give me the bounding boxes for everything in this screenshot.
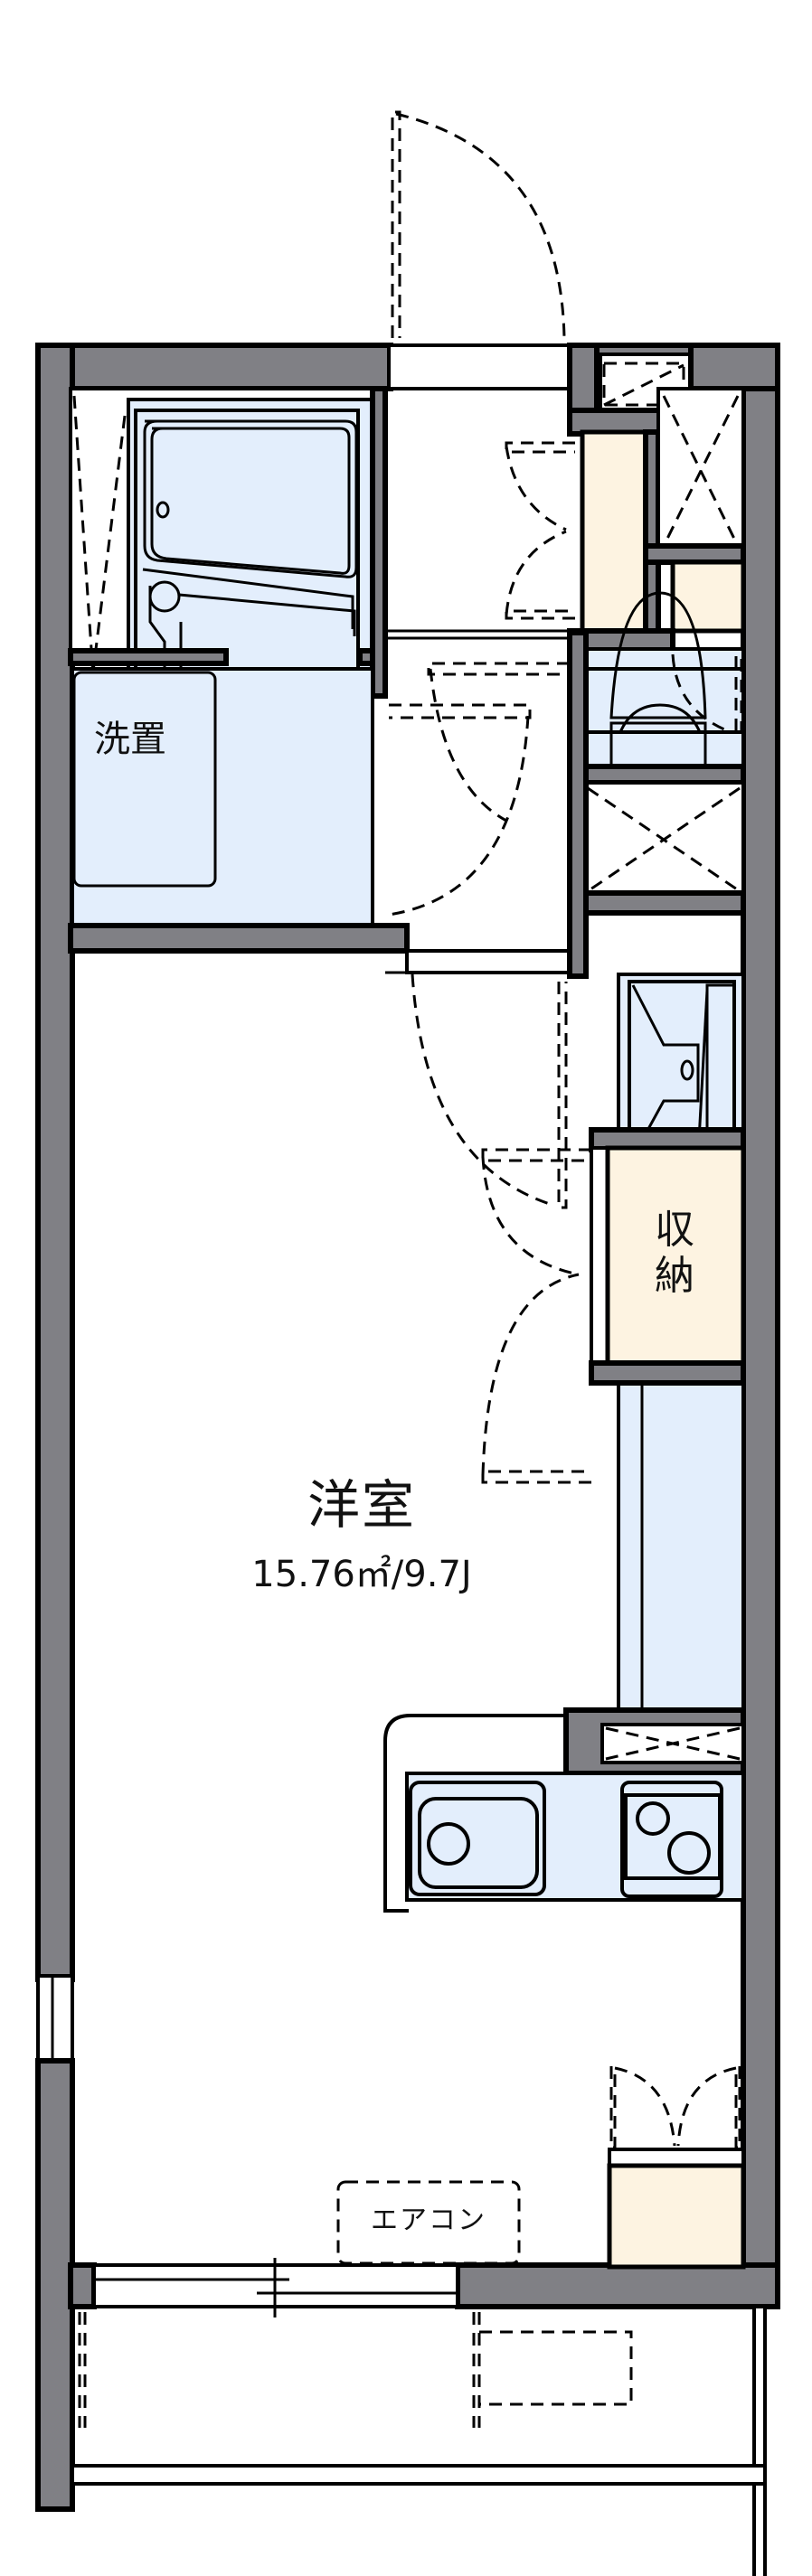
hallway xyxy=(385,110,575,1209)
pipe-shaft xyxy=(582,781,745,897)
wall-toilet-bottom xyxy=(567,764,746,785)
laundry-label: 洗置 xyxy=(94,719,166,760)
bottom-storage xyxy=(607,2066,746,2270)
balcony-sliding-door xyxy=(68,2258,459,2317)
laundry-area xyxy=(71,667,374,929)
wall-bath-laundry xyxy=(68,648,229,666)
service-column xyxy=(567,343,780,653)
kitchen xyxy=(383,1707,746,1913)
wall-hall-right xyxy=(567,630,589,979)
washing-machine-space xyxy=(72,671,217,888)
wall-laundry-room xyxy=(68,923,410,954)
wall-bath-hall xyxy=(370,386,388,699)
sink-icon xyxy=(409,1781,546,1896)
closet-label-line2: 納 xyxy=(655,1252,694,1299)
air-conditioner-icon xyxy=(336,2180,521,2265)
closet xyxy=(481,1127,746,1484)
balcony xyxy=(71,2305,767,2576)
wall-shaft-bottom xyxy=(567,890,746,916)
room-name-western: 洋室 xyxy=(307,1474,416,1536)
room-area: 15.76㎡/9.7J xyxy=(251,1554,472,1595)
closet-label-line1: 収 xyxy=(655,1207,694,1253)
air-conditioner-label: エアコン xyxy=(371,2205,486,2236)
closet-label: 収 納 xyxy=(655,1207,694,1299)
